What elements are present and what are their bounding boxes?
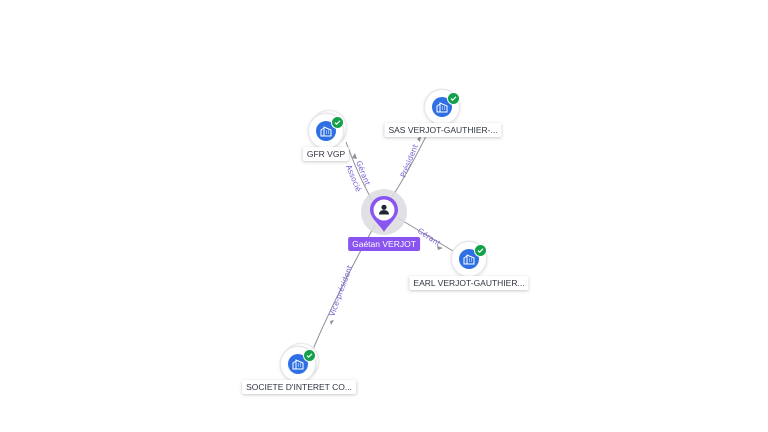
- edge-arrow: [417, 136, 421, 142]
- node-label-person[interactable]: Gaétan VERJOT: [348, 237, 420, 251]
- person-icon: [379, 204, 389, 215]
- verified-check-icon: [303, 349, 316, 362]
- edge-arrow: [330, 320, 334, 325]
- building-icon: [459, 249, 479, 269]
- node-label-earl[interactable]: EARL VERJOT-GAUTHIER...: [409, 276, 529, 290]
- verified-check-icon: [331, 116, 344, 129]
- building-icon: [316, 121, 336, 141]
- edge-arrow: [437, 246, 443, 250]
- node-label-sas[interactable]: SAS VERJOT-GAUTHIER-...: [384, 123, 502, 137]
- building-icon: [432, 97, 452, 117]
- verified-check-icon: [447, 92, 460, 105]
- verified-check-icon: [474, 244, 487, 257]
- edge-arrow: [352, 153, 357, 159]
- node-label-societe[interactable]: SOCIETE D'INTERET CO...: [242, 380, 356, 394]
- building-icon: [288, 354, 308, 374]
- person-pin-icon: [370, 196, 398, 232]
- edge-label-vice-president: Vice-président: [327, 264, 354, 318]
- node-label-gfr-vgp[interactable]: GFR VGP: [302, 147, 350, 161]
- edge-label-president: Président: [399, 143, 420, 179]
